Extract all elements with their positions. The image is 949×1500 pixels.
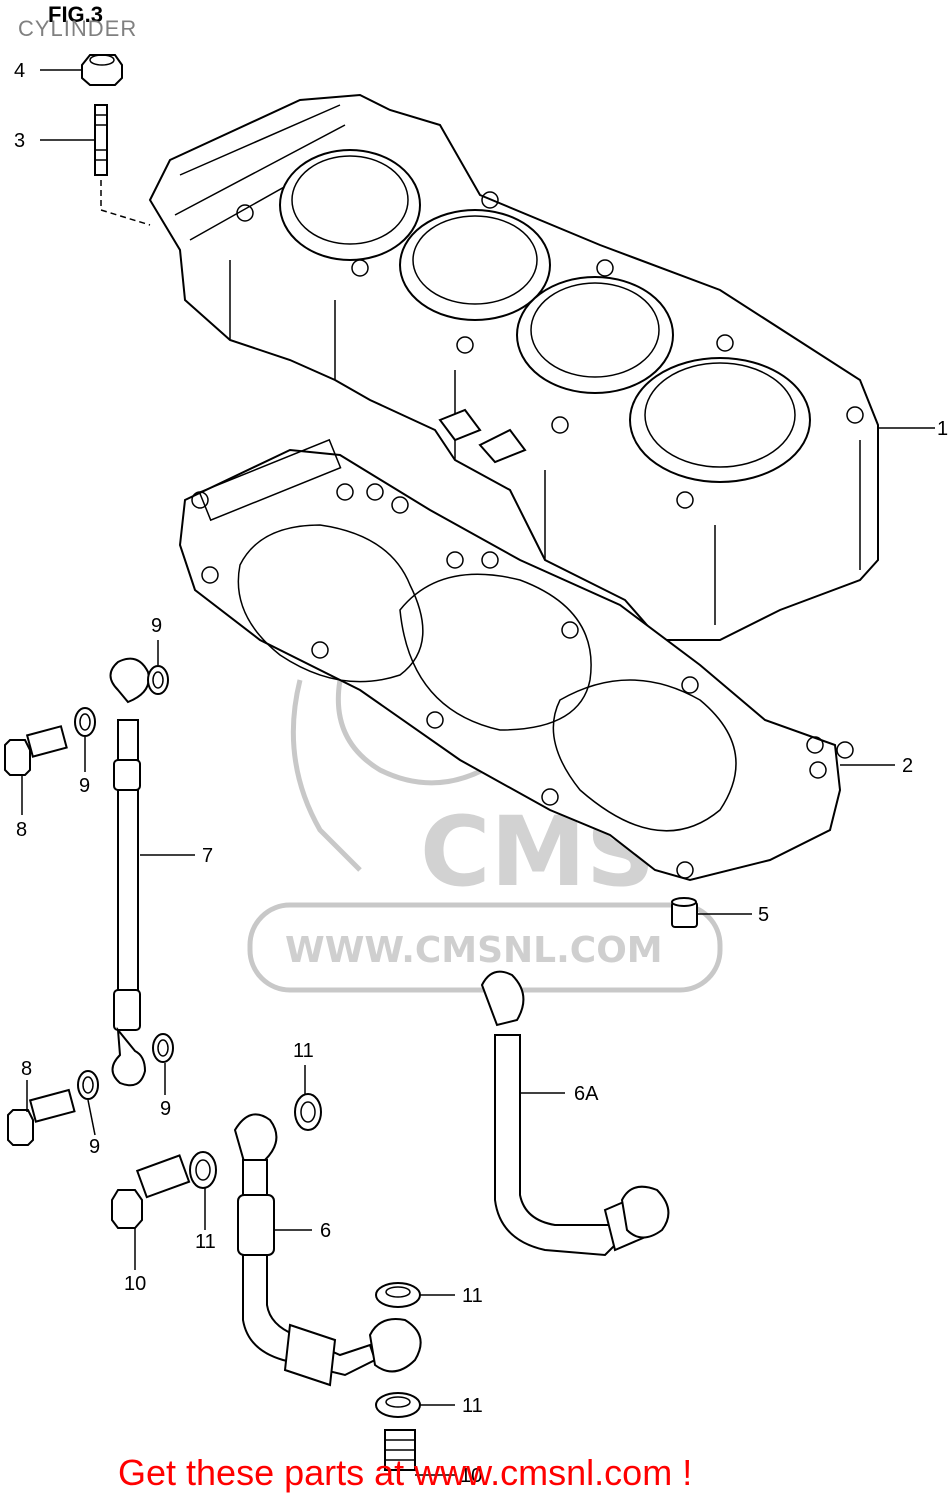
callout-5: 5 xyxy=(758,904,769,926)
callout-6a: 6A xyxy=(574,1083,599,1105)
banjo-bolt-8-upper xyxy=(4,725,68,776)
callout-10-left: 10 xyxy=(124,1273,146,1295)
callout-8-lower: 8 xyxy=(21,1058,32,1080)
cylinder-block xyxy=(148,93,879,641)
watermark-url: WWW.CMSNL.COM xyxy=(285,930,663,971)
banjo-bolt-10-bottom xyxy=(384,1429,416,1471)
washer-11-group xyxy=(189,1093,421,1418)
oil-pipe-6a xyxy=(480,970,670,1257)
banjo-bolt-10-left xyxy=(111,1154,191,1229)
callout-10-bottom: 10 xyxy=(460,1465,482,1487)
callout-7: 7 xyxy=(202,845,213,867)
callout-11-top: 11 xyxy=(293,1040,314,1062)
washer-9-group xyxy=(74,665,174,1100)
callout-9-top: 9 xyxy=(151,615,162,637)
stud-bolt xyxy=(94,104,151,226)
callout-9-left-upper: 9 xyxy=(79,775,90,797)
dowel-pin xyxy=(671,897,698,928)
callout-4: 4 xyxy=(14,60,25,82)
shop-banner-link[interactable]: Get these parts at www.cmsnl.com ! xyxy=(118,1452,693,1493)
callout-6: 6 xyxy=(320,1220,331,1242)
callout-9-right-lower: 9 xyxy=(160,1098,171,1120)
oil-pipe-6 xyxy=(233,1113,422,1387)
callout-3: 3 xyxy=(14,130,25,152)
cap-nut xyxy=(81,54,123,86)
callout-11-left: 11 xyxy=(195,1231,216,1253)
callout-11-mid: 11 xyxy=(462,1285,483,1307)
callout-2: 2 xyxy=(902,755,913,777)
leader-lines xyxy=(21,69,935,1476)
cylinder-gasket xyxy=(178,438,854,882)
callout-8-upper: 8 xyxy=(16,819,27,841)
callout-9-left-lower: 9 xyxy=(89,1136,100,1158)
banjo-bolt-8-lower xyxy=(7,1088,76,1146)
section-title: CYLINDER xyxy=(18,16,138,41)
callout-1: 1 xyxy=(937,418,948,440)
callout-11-bottom: 11 xyxy=(462,1395,483,1417)
oil-hose-7 xyxy=(109,657,150,1087)
figure-number: FIG.3 xyxy=(48,2,104,27)
